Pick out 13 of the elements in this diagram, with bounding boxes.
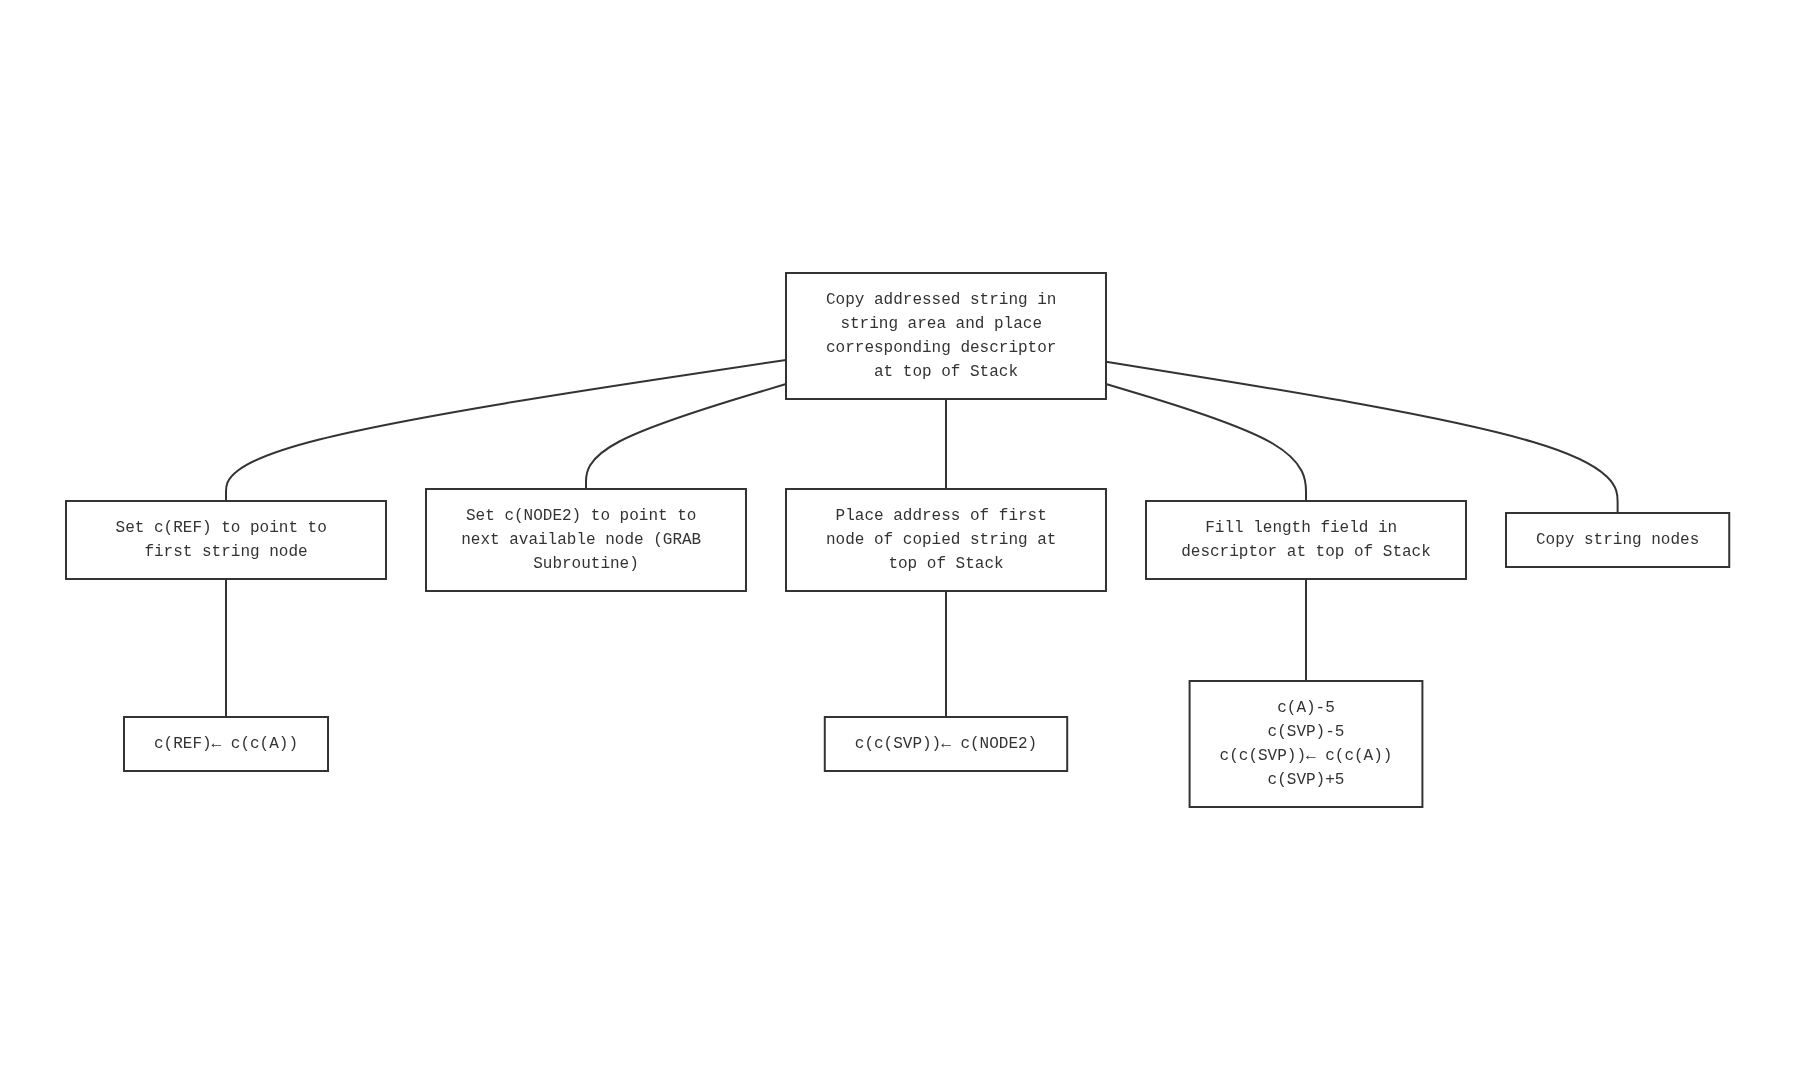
node-box: c(REF)← c(c(A)) (123, 715, 330, 772)
node-box: Fill length field in descriptor at top of Stack (1145, 499, 1468, 580)
connector (945, 397, 948, 490)
node-box: c(A)-5 c(SVP)-5 c(c(SVP))← c(c(A)) c(SVP)+5 (1188, 679, 1424, 808)
node-box: Set c(REF) to point to first string node (65, 499, 388, 580)
connector (1305, 577, 1308, 682)
node-box: c(c(SVP))← c(NODE2) (824, 715, 1069, 772)
node-box: Place address of first node of copied string at top of Stack (785, 487, 1108, 592)
node-box: Copy string nodes (1505, 511, 1731, 568)
connector (945, 589, 948, 718)
node-box: Set c(NODE2) to point to next available node (GRAB Subroutine) (425, 487, 748, 592)
connector (225, 577, 228, 718)
node-box: Copy addressed string in string area and place corresponding descriptor at top of Stack (785, 271, 1108, 400)
